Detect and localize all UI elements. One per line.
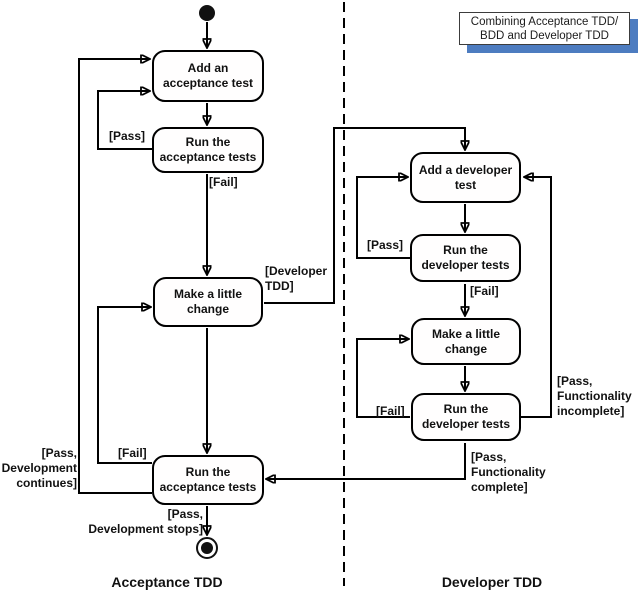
node-make-little-change-right: Make a little change — [411, 318, 521, 365]
edge-label-developer-tdd: [Developer TDD] — [265, 264, 328, 293]
node-run-developer-tests-top: Run the developer tests — [410, 234, 521, 282]
lane-label-developer-tdd: Developer TDD — [441, 574, 543, 590]
edge-label-fail-developer-bottom: [Fail] — [376, 404, 405, 418]
edge-label-pass-functionality-complete: [Pass, Functionality complete] — [471, 450, 546, 494]
node-make-little-change-left: Make a little change — [153, 277, 263, 327]
edge-fail-loop-bottom-left — [97, 307, 152, 464]
edge-label-pass-functionality-incomplete: [Pass, Functionality incomplete] — [557, 374, 632, 418]
node-add-acceptance-test: Add an acceptance test — [152, 50, 264, 102]
node-run-developer-tests-bottom: Run the developer tests — [411, 393, 521, 441]
edge-label-pass-development-continues: [Pass, Development continues] — [1, 446, 77, 490]
edge-pass-loop-developer — [356, 177, 410, 259]
edge-pass-loop-acceptance — [97, 91, 153, 150]
final-node — [196, 537, 218, 559]
edge-label-fail-developer-top: [Fail] — [470, 284, 499, 298]
edge-label-fail-acceptance-top: [Fail] — [209, 175, 238, 189]
edge-label-pass-acceptance: [Pass] — [109, 129, 146, 143]
edge-label-pass-development-stops: [Pass, Development stops] — [88, 507, 203, 536]
lane-label-acceptance-tdd: Acceptance TDD — [111, 574, 223, 590]
initial-node — [199, 5, 215, 21]
node-run-acceptance-tests-top: Run the acceptance tests — [152, 127, 264, 173]
final-node-dot — [201, 542, 213, 554]
edge-label-pass-developer: [Pass] — [367, 238, 404, 252]
diagram-title: Combining Acceptance TDD/ BDD and Develo… — [459, 12, 630, 45]
edge-functionality-incomplete — [521, 177, 552, 418]
edge-pass-development-continues — [78, 59, 152, 494]
edge-label-fail-acceptance-bottom: [Fail] — [118, 446, 147, 460]
edge-developer-tdd — [264, 127, 465, 304]
node-run-acceptance-tests-bottom: Run the acceptance tests — [152, 455, 264, 505]
edge-functionality-complete — [266, 443, 466, 479]
node-add-developer-test: Add a developer test — [410, 152, 521, 203]
edge-fail-loop-developer — [356, 339, 410, 418]
